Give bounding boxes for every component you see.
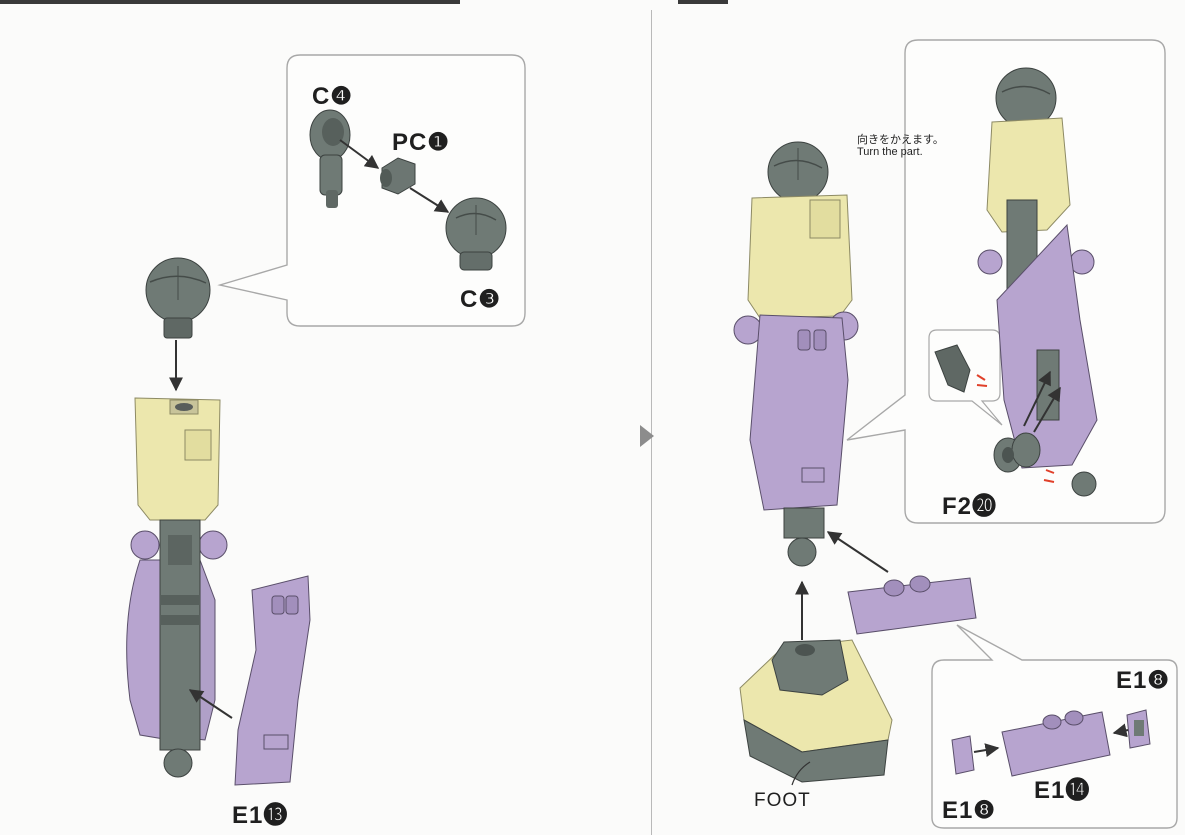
note-japanese: 向きをかえます。 [857, 133, 944, 146]
right-step-panel: 向きをかえます。 Turn the part. F2⓴ FOOT E1❽ E1❽… [652, 0, 1185, 835]
left-step-panel: C❹ PC❶ C❸ E1⓭ [0, 0, 650, 835]
label-c3: C❸ [460, 285, 501, 314]
e1-13-part [235, 576, 310, 785]
ball-joint-main [146, 258, 210, 338]
foot-part [740, 640, 892, 782]
right-illustration [652, 0, 1185, 835]
label-f2-20: F2⓴ [942, 486, 997, 521]
label-e1-8-top: E1❽ [1116, 666, 1170, 695]
label-pc1: PC❶ [392, 128, 450, 157]
cream-shin-upper [135, 398, 220, 520]
turn-part-note: 向きをかえます。 Turn the part. [857, 133, 944, 159]
label-e1-8-bottom: E1❽ [942, 796, 996, 825]
label-c4: C❹ [312, 82, 353, 111]
label-e1-13: E1⓭ [232, 795, 288, 830]
note-english: Turn the part. [857, 146, 944, 159]
left-illustration [0, 0, 650, 835]
main-leg-assembled [734, 142, 858, 566]
label-e1-14: E1⓮ [1034, 770, 1090, 805]
label-foot: FOOT [754, 790, 811, 812]
lilac-shin-lower [127, 520, 227, 777]
